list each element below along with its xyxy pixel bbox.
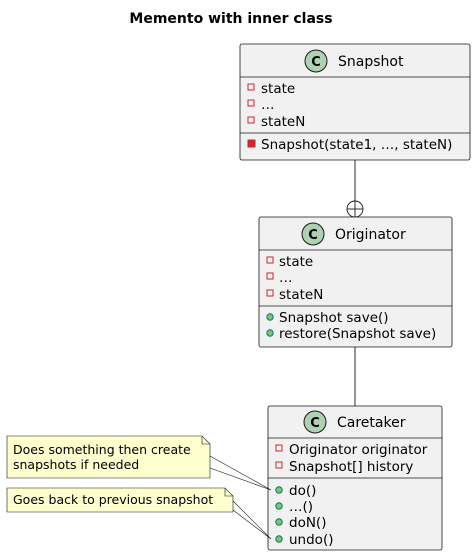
caretaker-method: undo(): [289, 532, 333, 548]
class-stereotype-icon: [301, 222, 325, 246]
note-undo-line: Goes back to previous snapshot: [13, 492, 213, 507]
public-method-icon: [275, 518, 283, 526]
nested-class-connector: [346, 160, 364, 218]
public-method-icon: [266, 329, 274, 337]
caretaker-field: Snapshot[] history: [289, 459, 413, 475]
class-originator-box: [258, 216, 453, 348]
note-create[interactable]: Does something then create snapshots if …: [6, 435, 272, 491]
caretaker-field: Originator originator: [289, 442, 428, 458]
note-undo[interactable]: Goes back to previous snapshot: [6, 487, 272, 540]
class-stereotype-icon: [304, 49, 328, 73]
class-stereotype-letter: C: [308, 228, 318, 243]
note-create-line: snapshots if needed: [13, 457, 139, 472]
public-method-icon: [275, 535, 283, 543]
caretaker-method: …(): [289, 499, 313, 515]
originator-field: state: [279, 254, 313, 270]
note-undo-connector: [232, 500, 272, 540]
originator-field: stateN: [279, 287, 323, 303]
class-caretaker[interactable]: C Caretaker Originator originator Snapsh…: [267, 405, 443, 551]
private-field-icon: [266, 272, 274, 280]
snapshot-field: …: [261, 97, 275, 113]
note-create-connector: [209, 455, 272, 491]
private-field-icon: [266, 256, 274, 264]
public-method-icon: [266, 313, 274, 321]
private-field-icon: [247, 99, 255, 107]
diagram-title: Memento with inner class: [129, 11, 332, 27]
note-fold: [201, 436, 210, 445]
note-undo-box: [6, 487, 234, 513]
caretaker-method: doN(): [289, 515, 326, 531]
class-snapshot[interactable]: C Snapshot state … stateN Snapshot(state…: [239, 43, 471, 161]
note-fold: [224, 488, 233, 497]
class-stereotype-icon: [303, 410, 327, 434]
caretaker-method: do(): [289, 483, 316, 499]
public-method-icon: [275, 502, 283, 510]
note-create-line: Does something then create: [13, 442, 191, 457]
class-stereotype-letter: C: [310, 416, 320, 431]
originator-method: Snapshot save(): [279, 310, 389, 326]
snapshot-field: state: [261, 81, 295, 97]
private-field-icon: [275, 444, 283, 452]
class-snapshot-box: [239, 43, 471, 161]
private-field-icon: [275, 461, 283, 469]
class-originator[interactable]: C Originator state … stateN Snapshot sav…: [258, 216, 453, 348]
public-method-icon: [275, 486, 283, 494]
private-field-icon: [266, 289, 274, 297]
class-snapshot-name: Snapshot: [338, 54, 404, 70]
private-field-icon: [247, 83, 255, 91]
snapshot-field: stateN: [261, 114, 305, 130]
private-method-icon: [247, 139, 256, 148]
snapshot-method: Snapshot(state1, …, stateN): [261, 137, 452, 153]
class-stereotype-letter: C: [311, 55, 321, 70]
private-field-icon: [247, 116, 255, 124]
originator-field: …: [279, 270, 293, 286]
class-originator-name: Originator: [335, 227, 406, 243]
class-caretaker-name: Caretaker: [337, 415, 406, 431]
originator-method: restore(Snapshot save): [279, 326, 436, 342]
note-create-box: [6, 435, 211, 479]
